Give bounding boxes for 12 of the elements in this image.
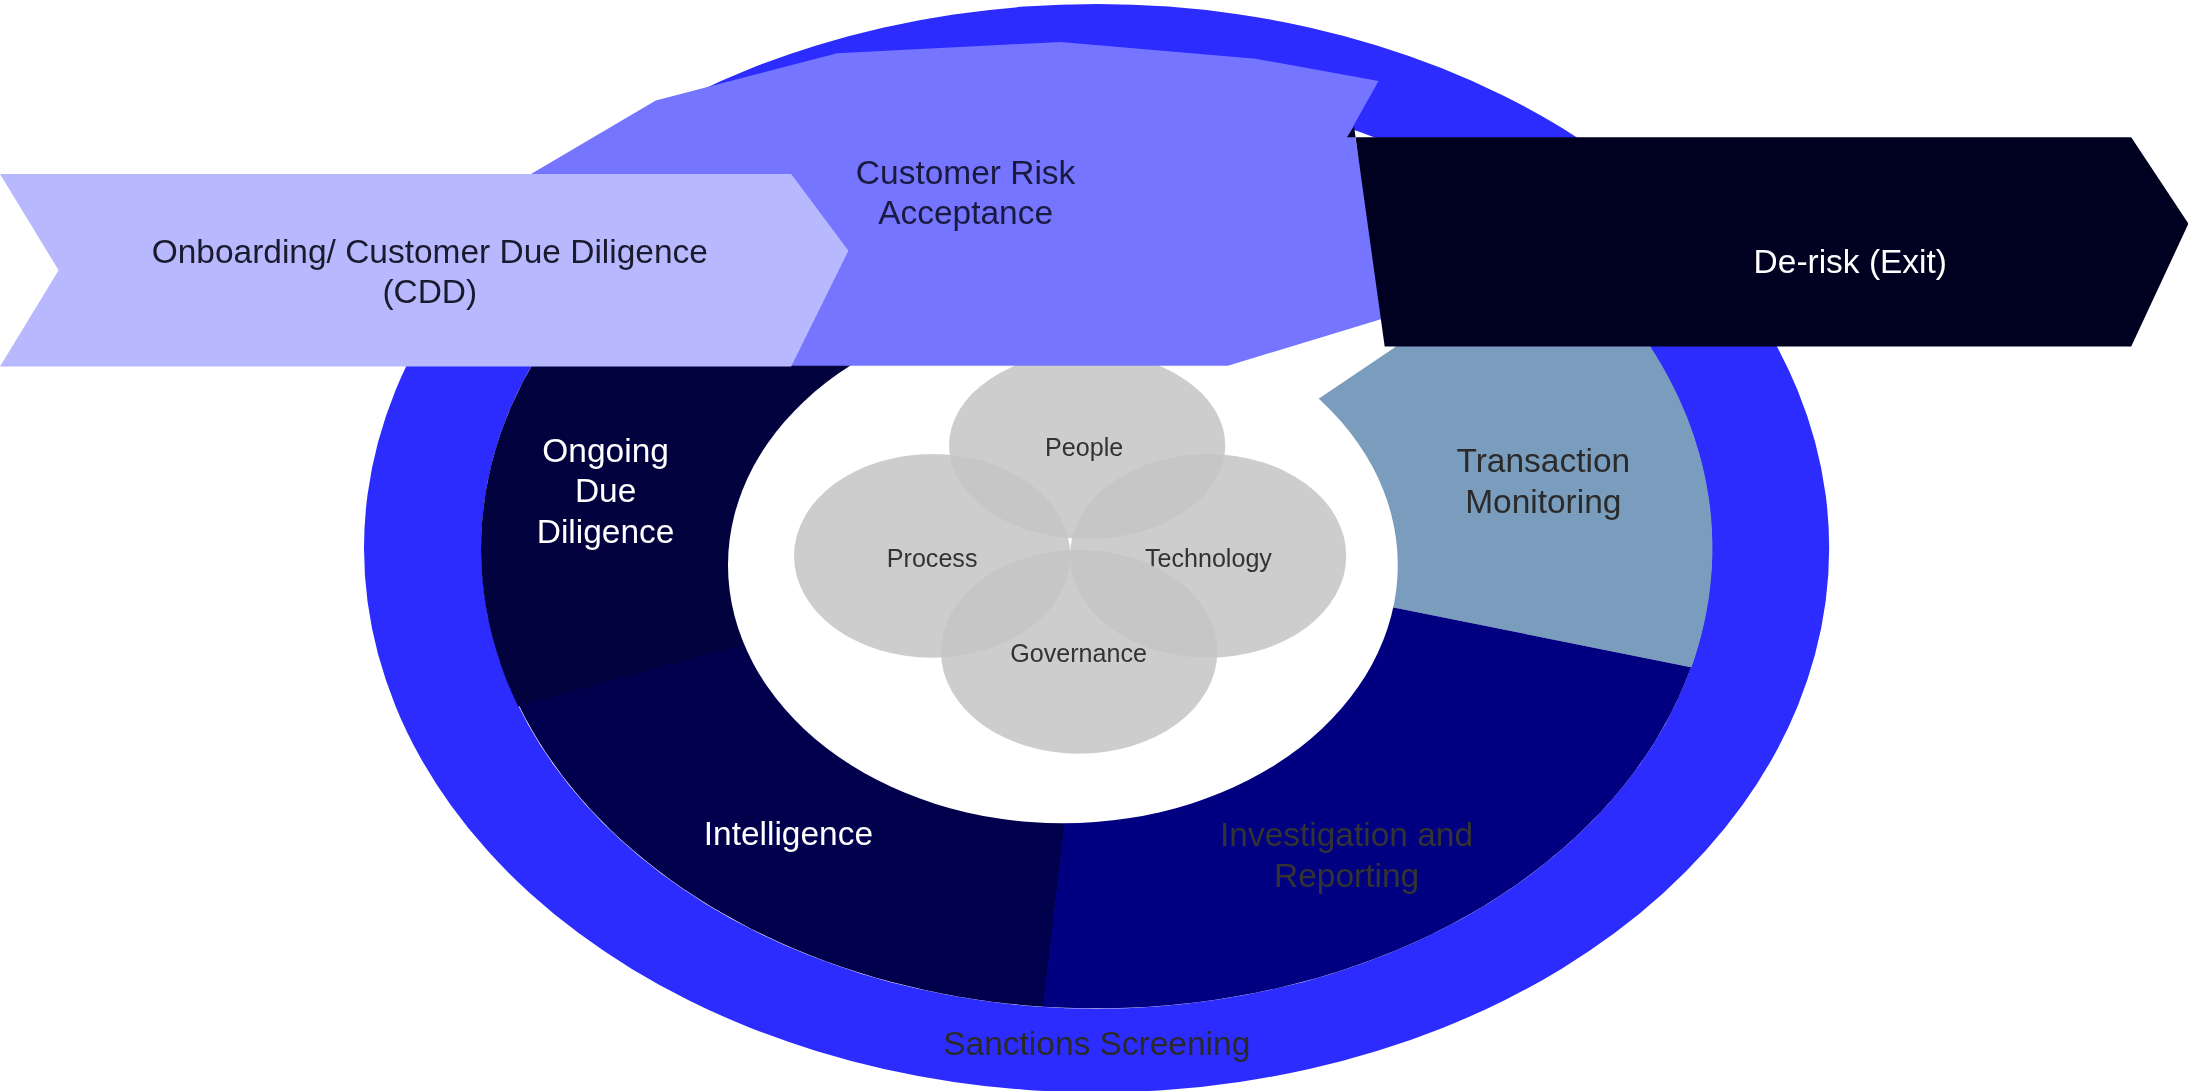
stage-label: De-risk (Exit)	[1752, 242, 1948, 283]
pillar-label: Governance	[1009, 637, 1149, 669]
segment-label: Ongoing Due Diligence	[535, 430, 676, 552]
pillar-label: Process	[885, 543, 979, 574]
segment-label: Transaction Monitoring	[1455, 441, 1632, 522]
ring-label: Sanctions Screening	[942, 1023, 1252, 1064]
stage-label: Customer Risk Acceptance	[854, 152, 1077, 233]
stage-label: Onboarding/ Customer Due Diligence (CDD)	[150, 231, 709, 313]
segment-label: Investigation and Reporting	[1219, 815, 1475, 896]
pillar-label: Technology	[1143, 543, 1273, 574]
segment-label: Intelligence	[702, 814, 875, 855]
pillar-label: People	[1044, 431, 1125, 462]
